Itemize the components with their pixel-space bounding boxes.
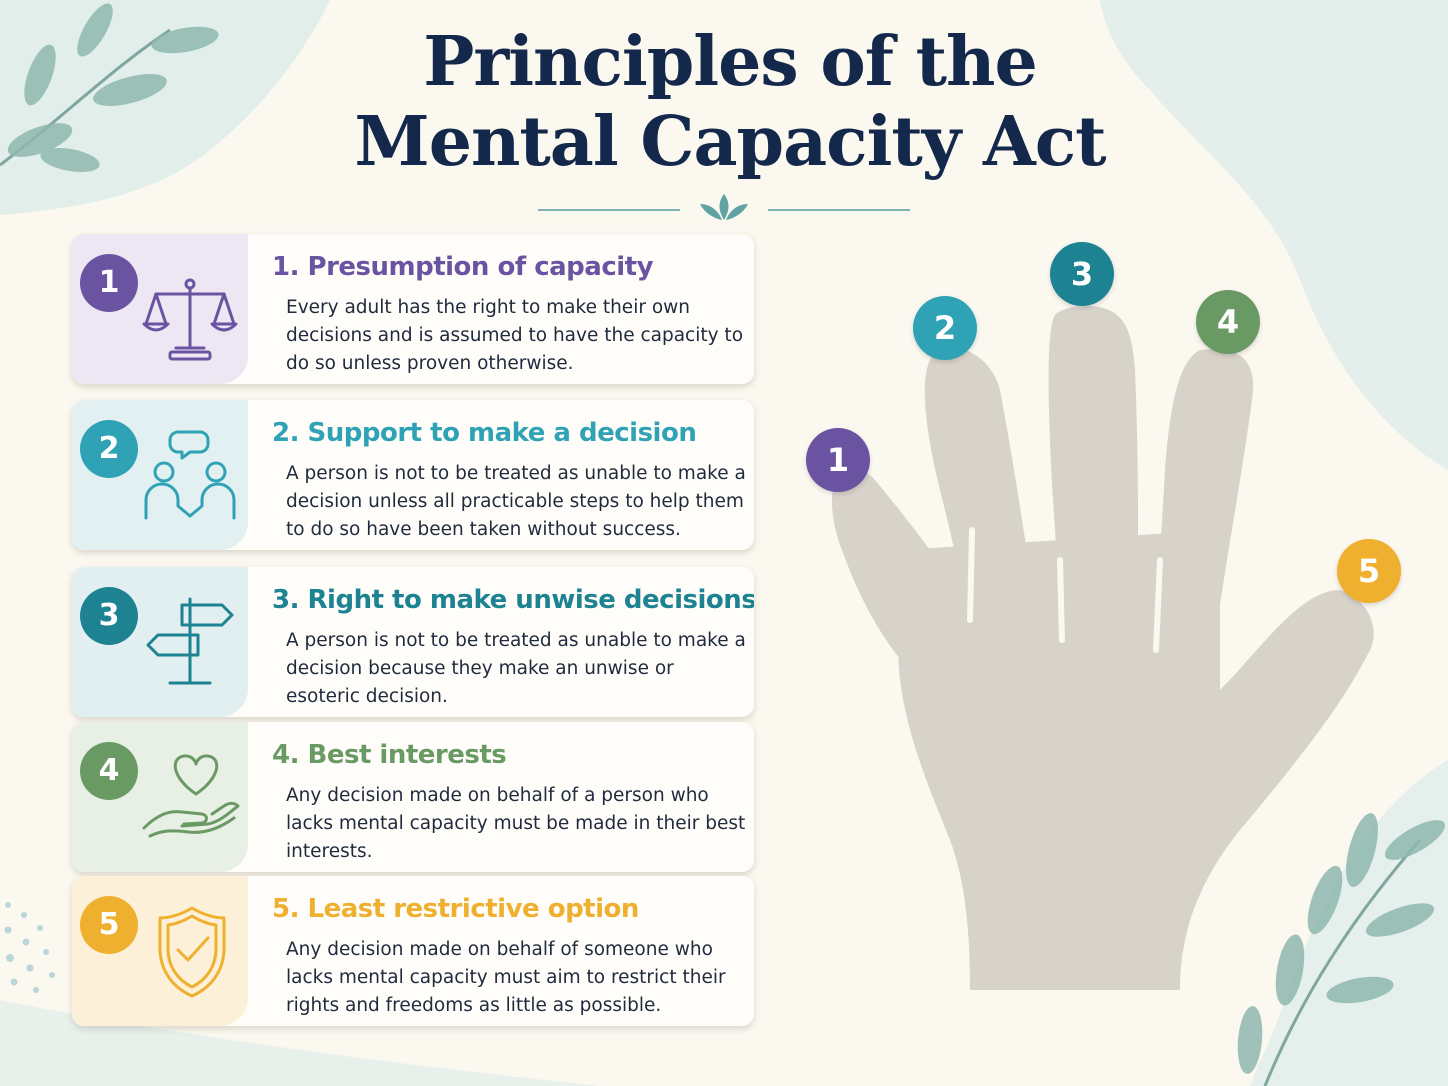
principle-card-4: 4 4. Best interests Any decision made on…	[72, 722, 754, 872]
title-line-2: Mental Capacity Act	[354, 102, 1106, 182]
principle-number-badge: 4	[80, 742, 138, 800]
finger-badge-1: 1	[806, 428, 870, 492]
principle-card-2: 2 2. Support to make a decision A person…	[72, 400, 754, 550]
scales-icon	[142, 278, 238, 361]
principle-title: 2. Support to make a decision	[272, 418, 697, 448]
signpost-icon	[146, 597, 234, 685]
heart-hand-icon	[142, 754, 240, 838]
principle-description: Any decision made on behalf of someone w…	[286, 939, 726, 1016]
principle-card-3: 3 3. Right to make unwise decisions A pe…	[72, 567, 754, 717]
shield-check-icon	[158, 906, 226, 998]
hand-illustration	[831, 306, 1374, 990]
principle-title: 4. Best interests	[272, 740, 507, 770]
title-divider	[538, 194, 910, 220]
principle-number-badge: 3	[80, 587, 138, 645]
principle-description: Any decision made on behalf of a person …	[286, 785, 746, 862]
principle-card-5: 5 5. Least restrictive option Any decisi…	[72, 876, 754, 1026]
principle-description: A person is not to be treated as unable …	[286, 463, 746, 540]
title-line-1: Principles of the	[423, 22, 1037, 102]
people-chat-icon	[144, 430, 236, 520]
principle-description: Every adult has the right to make their …	[286, 297, 744, 374]
principle-number-badge: 1	[80, 254, 138, 312]
principle-number-badge: 2	[80, 420, 138, 478]
leaf-ornament-icon	[700, 194, 748, 220]
principle-number-badge: 5	[80, 896, 138, 954]
page-title: Principles of the Mental Capacity Act	[300, 22, 1160, 182]
principle-title: 3. Right to make unwise decisions	[272, 585, 754, 615]
principle-description: A person is not to be treated as unable …	[286, 630, 746, 707]
finger-badge-5: 5	[1337, 539, 1401, 603]
finger-badge-4: 4	[1196, 290, 1260, 354]
principle-title: 1. Presumption of capacity	[272, 252, 654, 282]
finger-badge-2: 2	[913, 296, 977, 360]
principle-card-1: 1 1. Presumption of capacity Every adult…	[72, 234, 754, 384]
finger-badge-3: 3	[1050, 242, 1114, 306]
principle-title: 5. Least restrictive option	[272, 894, 639, 924]
